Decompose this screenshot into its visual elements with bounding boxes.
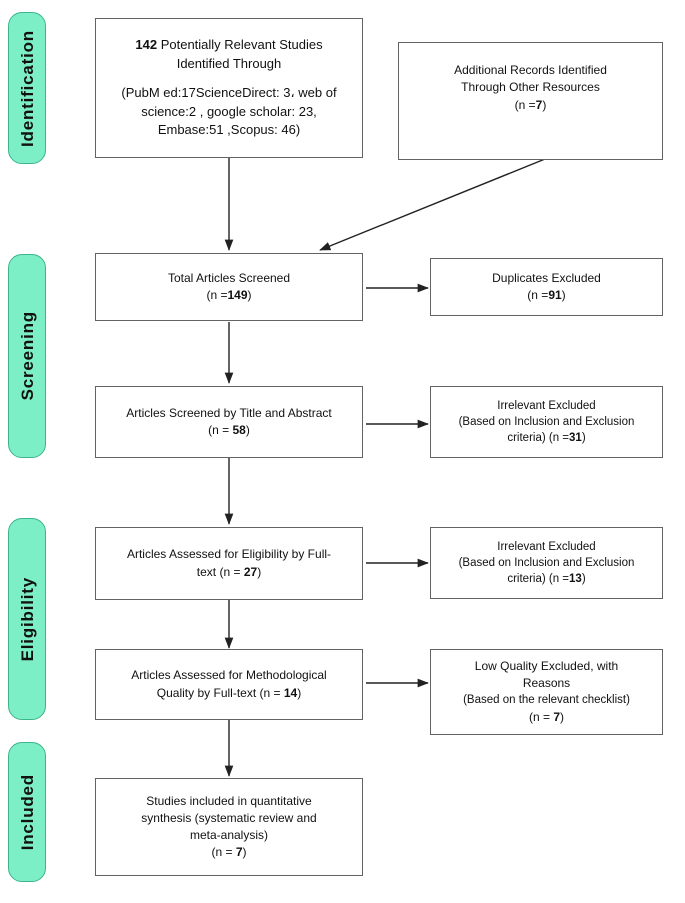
additional-records-n-pre: (n = bbox=[514, 97, 536, 112]
stage-label-eligibility: Eligibility bbox=[17, 576, 37, 662]
low-quality-excluded-n-post: ) bbox=[560, 709, 565, 724]
total-screened-count: 149 bbox=[227, 288, 248, 302]
box-duplicates-excluded-text: Duplicates Excluded (n =91) bbox=[492, 270, 601, 304]
box-eligibility-fulltext: Articles Assessed for Eligibility by Ful… bbox=[95, 527, 363, 600]
low-quality-excluded-line3: (Based on the relevant checklist) bbox=[463, 694, 630, 707]
irrelevant-excluded-1-count: 31 bbox=[569, 432, 582, 445]
box-additional-records-text: Additional Records Identified Through Ot… bbox=[454, 62, 607, 113]
box-included-studies-text: Studies included in quantitative synthes… bbox=[141, 793, 316, 861]
additional-records-line1: Additional Records Identified bbox=[454, 63, 607, 78]
included-studies-line2: synthesis (systematic review and bbox=[141, 810, 317, 825]
included-studies-line3: meta-analysis) bbox=[189, 828, 269, 842]
identified-studies-line5: Embase:51 ,Scopus: 46) bbox=[157, 122, 301, 138]
additional-records-count: 7 bbox=[535, 97, 543, 112]
additional-records-line2: Through Other Resources bbox=[461, 80, 600, 95]
box-additional-records: Additional Records Identified Through Ot… bbox=[398, 42, 663, 160]
box-total-screened: Total Articles Screened (n =149) bbox=[95, 253, 363, 321]
total-screened-line1: Total Articles Screened bbox=[167, 270, 291, 285]
included-studies-count: 7 bbox=[235, 845, 243, 860]
stage-pill-included: Included bbox=[8, 742, 46, 882]
methodological-quality-line1: Articles Assessed for Methodological bbox=[131, 668, 327, 683]
screened-title-abstract-count: 58 bbox=[232, 423, 246, 437]
identified-studies-line2: Identified Through bbox=[176, 55, 282, 71]
box-screened-title-abstract-text: Articles Screened by Title and Abstract … bbox=[126, 405, 331, 439]
box-identified-studies: 142 Potentially Relevant Studies Identif… bbox=[95, 18, 363, 158]
screened-title-abstract-line1: Articles Screened by Title and Abstract bbox=[126, 405, 332, 420]
eligibility-fulltext-line1: Articles Assessed for Eligibility by Ful… bbox=[126, 547, 332, 562]
low-quality-excluded-line2: Reasons bbox=[522, 676, 571, 691]
box-irrelevant-excluded-2-text: Irrelevant Excluded (Based on Inclusion … bbox=[459, 539, 635, 588]
box-included-studies: Studies included in quantitative synthes… bbox=[95, 778, 363, 876]
included-studies-line1: Studies included in quantitative bbox=[146, 793, 312, 808]
box-low-quality-excluded-text: Low Quality Excluded, with Reasons (Base… bbox=[463, 658, 630, 725]
additional-records-n-post: ) bbox=[542, 97, 547, 112]
irrelevant-excluded-1-n-pre: criteria) (n = bbox=[507, 432, 570, 445]
identified-studies-spacer bbox=[121, 73, 336, 84]
screened-title-abstract-n-post: ) bbox=[245, 423, 250, 437]
box-irrelevant-excluded-1-text: Irrelevant Excluded (Based on Inclusion … bbox=[459, 398, 635, 447]
screened-title-abstract-n-pre: (n = bbox=[208, 423, 233, 437]
stage-pill-screening: Screening bbox=[8, 254, 46, 458]
duplicates-excluded-n-pre: (n = bbox=[527, 288, 549, 302]
total-screened-n-post: ) bbox=[247, 288, 252, 302]
irrelevant-excluded-2-n-pre: criteria) (n = bbox=[507, 573, 570, 586]
eligibility-fulltext-count: 27 bbox=[243, 564, 258, 579]
low-quality-excluded-n-pre: (n = bbox=[528, 709, 554, 724]
connector-additional-to-screened bbox=[319, 158, 546, 251]
included-studies-n-post: ) bbox=[242, 845, 247, 860]
irrelevant-excluded-1-line2: (Based on Inclusion and Exclusion bbox=[458, 415, 635, 428]
irrelevant-excluded-2-count: 13 bbox=[569, 573, 582, 586]
methodological-quality-count: 14 bbox=[283, 685, 298, 700]
box-methodological-quality: Articles Assessed for Methodological Qua… bbox=[95, 649, 363, 720]
eligibility-fulltext-n-post: ) bbox=[257, 564, 262, 579]
duplicates-excluded-n-post: ) bbox=[561, 288, 566, 302]
eligibility-fulltext-n-pre: text (n = bbox=[196, 564, 244, 579]
box-screened-title-abstract: Articles Screened by Title and Abstract … bbox=[95, 386, 363, 458]
box-duplicates-excluded: Duplicates Excluded (n =91) bbox=[430, 258, 663, 316]
low-quality-excluded-line1: Low Quality Excluded, with bbox=[474, 659, 619, 674]
box-identified-studies-text: 142 Potentially Relevant Studies Identif… bbox=[121, 36, 336, 139]
duplicates-excluded-count: 91 bbox=[548, 288, 562, 302]
stage-label-identification: Identification bbox=[17, 29, 37, 147]
box-total-screened-text: Total Articles Screened (n =149) bbox=[168, 270, 290, 304]
stage-label-screening: Screening bbox=[17, 311, 37, 401]
irrelevant-excluded-1-line1: Irrelevant Excluded bbox=[497, 399, 596, 412]
identified-studies-line1-rest: Potentially Relevant Studies bbox=[157, 37, 323, 53]
box-eligibility-fulltext-text: Articles Assessed for Eligibility by Ful… bbox=[127, 546, 331, 580]
irrelevant-excluded-2-line2: (Based on Inclusion and Exclusion bbox=[458, 556, 635, 569]
identified-studies-count: 142 bbox=[135, 37, 158, 53]
included-studies-n-pre: (n = bbox=[211, 845, 236, 860]
box-irrelevant-excluded-2: Irrelevant Excluded (Based on Inclusion … bbox=[430, 527, 663, 599]
methodological-quality-n-pre: Quality by Full-text (n = bbox=[156, 685, 284, 700]
stage-pill-identification: Identification bbox=[8, 12, 46, 164]
irrelevant-excluded-2-n-post: ) bbox=[581, 573, 586, 586]
methodological-quality-n-post: ) bbox=[297, 685, 302, 700]
irrelevant-excluded-1-n-post: ) bbox=[581, 432, 586, 445]
total-screened-n-pre: (n = bbox=[206, 288, 228, 302]
box-irrelevant-excluded-1: Irrelevant Excluded (Based on Inclusion … bbox=[430, 386, 663, 458]
duplicates-excluded-line1: Duplicates Excluded bbox=[492, 270, 601, 285]
stage-label-included: Included bbox=[17, 773, 37, 851]
box-methodological-quality-text: Articles Assessed for Methodological Qua… bbox=[131, 667, 326, 701]
identified-studies-line4: science:2 , google scholar: 23, bbox=[141, 103, 317, 119]
stage-pill-eligibility: Eligibility bbox=[8, 518, 46, 720]
irrelevant-excluded-2-line1: Irrelevant Excluded bbox=[497, 540, 596, 553]
box-low-quality-excluded: Low Quality Excluded, with Reasons (Base… bbox=[430, 649, 663, 735]
low-quality-excluded-count: 7 bbox=[553, 709, 561, 724]
identified-studies-line3: (PubM ed:17ScienceDirect: 3، web of bbox=[121, 85, 337, 101]
